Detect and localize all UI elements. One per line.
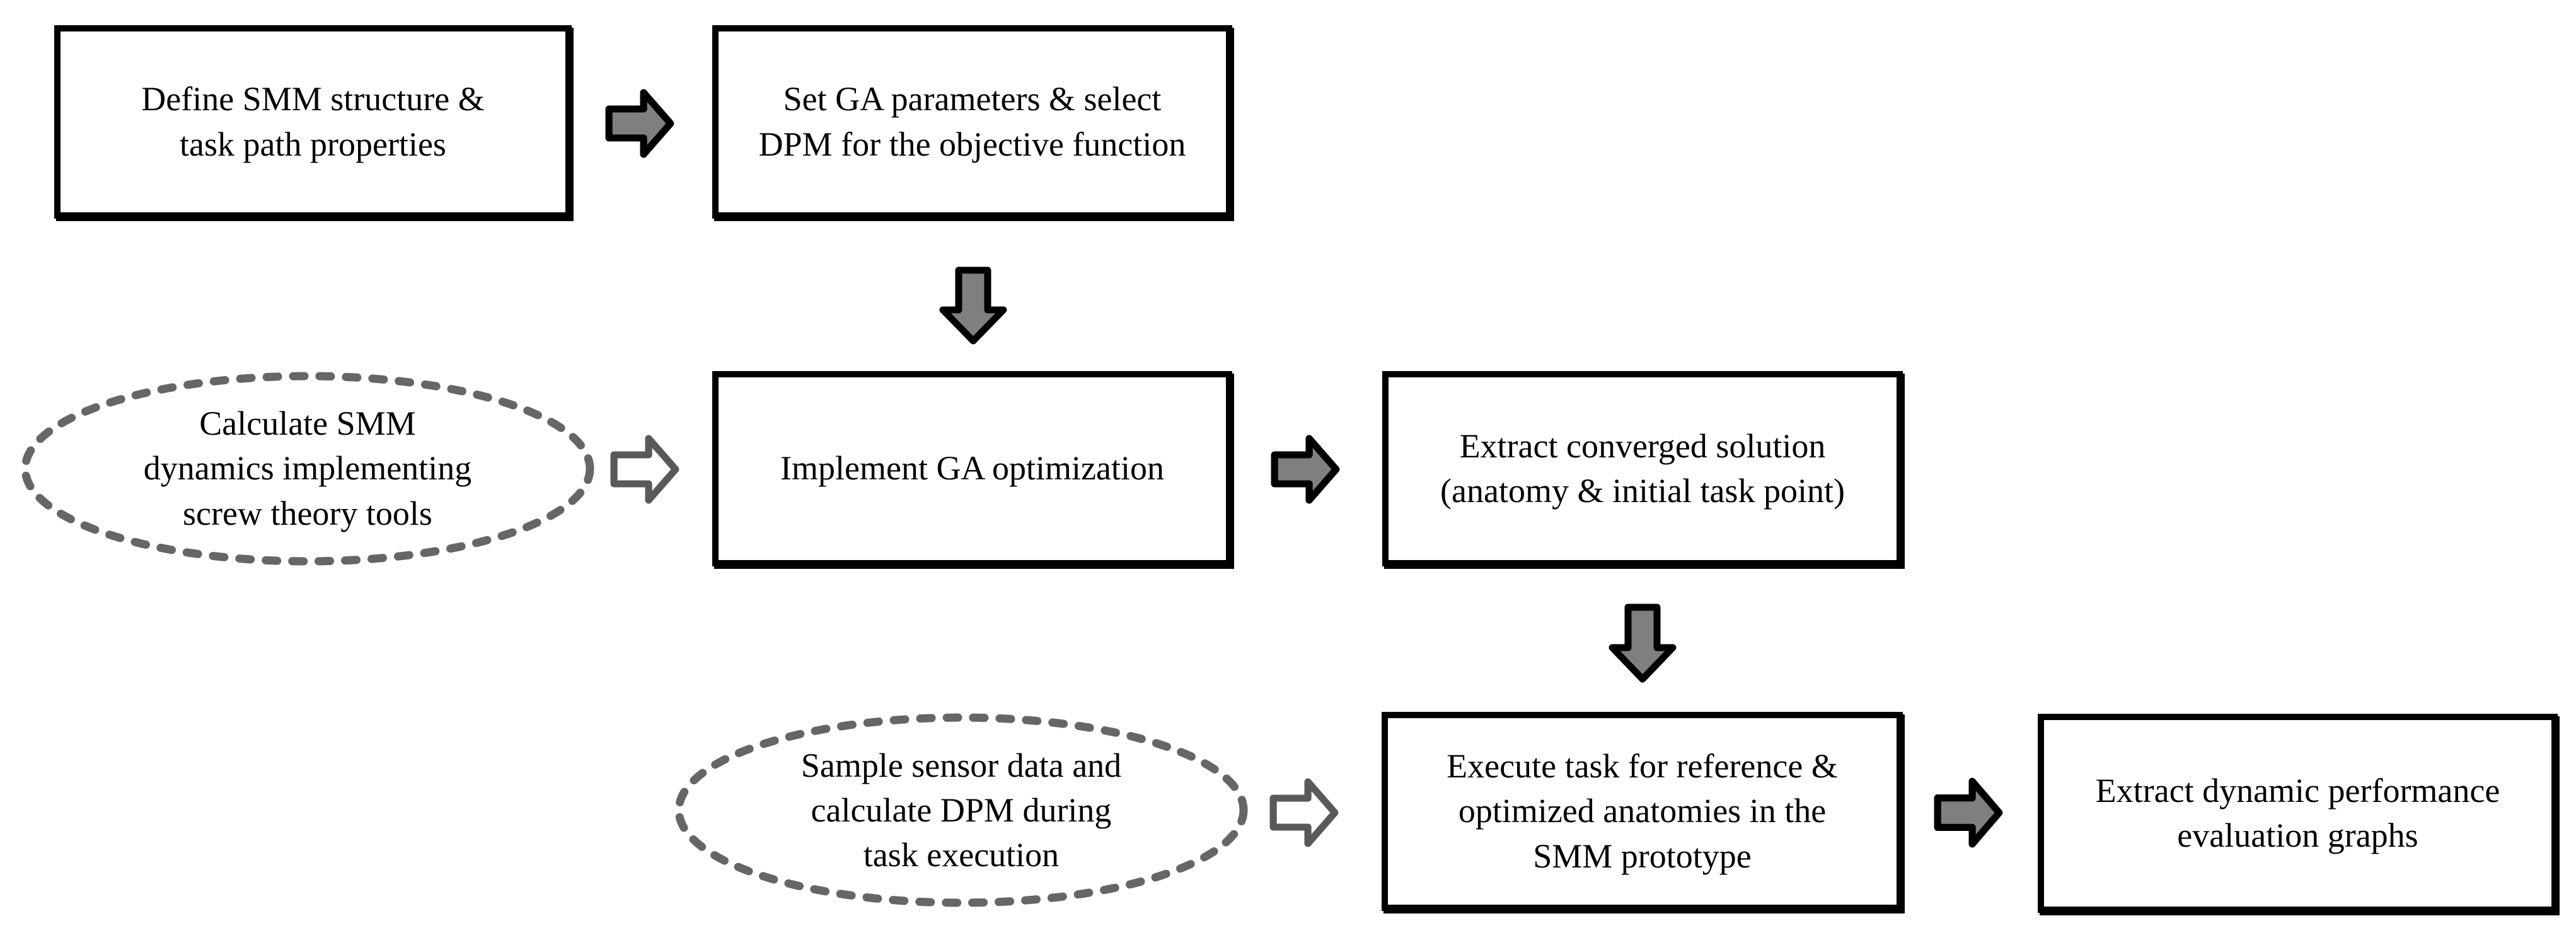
node-sample-sensor-data: Sample sensor data and calculate DPM dur… <box>674 713 1249 908</box>
node-extract-converged-solution-label: Extract converged solution (anatomy & in… <box>1440 426 1845 510</box>
arrow-down-icon <box>1609 604 1677 683</box>
arrow-right-icon <box>1271 435 1340 504</box>
connector-box3-box4 <box>1269 431 1341 508</box>
node-execute-task-prototype-label: Execute task for reference & optimized a… <box>1447 747 1838 875</box>
node-implement-ga-optimization: Implement GA optimization <box>712 371 1232 566</box>
connector-box4-box5 <box>1609 604 1677 683</box>
node-define-smm-structure-label: Define SMM structure & task path propert… <box>141 80 485 163</box>
dashed-ellipse-icon <box>674 713 1248 907</box>
node-extract-performance-graphs-label: Extract dynamic performance evaluation g… <box>2095 771 2500 854</box>
node-extract-converged-solution: Extract converged solution (anatomy & in… <box>1382 371 1903 566</box>
node-set-ga-parameters: Set GA parameters & select DPM for the o… <box>712 25 1232 219</box>
connector-box1-box2 <box>604 85 676 162</box>
node-define-smm-structure: Define SMM structure & task path propert… <box>54 25 572 219</box>
connector-ellipse1-box3 <box>609 431 681 508</box>
node-calculate-smm-dynamics-label: Calculate SMM dynamics implementing scre… <box>143 404 472 532</box>
arrow-right-hollow-icon <box>1269 778 1339 847</box>
connector-box5-box6 <box>1932 774 2004 852</box>
node-calculate-smm-dynamics: Calculate SMM dynamics implementing scre… <box>20 371 595 566</box>
connector-ellipse2-box5 <box>1268 774 1340 851</box>
node-sample-sensor-data-label: Sample sensor data and calculate DPM dur… <box>800 746 1122 874</box>
connector-box2-box3 <box>939 266 1007 345</box>
dashed-ellipse-icon <box>21 372 594 566</box>
arrow-right-icon <box>1934 777 2003 848</box>
arrow-down-icon <box>939 266 1007 345</box>
arrow-right-hollow-icon <box>610 435 679 504</box>
node-implement-ga-optimization-label: Implement GA optimization <box>780 449 1164 488</box>
node-set-ga-parameters-label: Set GA parameters & select DPM for the o… <box>758 80 1186 163</box>
node-execute-task-prototype: Execute task for reference & optimized a… <box>1382 712 1903 911</box>
arrow-right-icon <box>605 89 674 158</box>
node-extract-performance-graphs: Extract dynamic performance evaluation g… <box>2038 714 2558 913</box>
